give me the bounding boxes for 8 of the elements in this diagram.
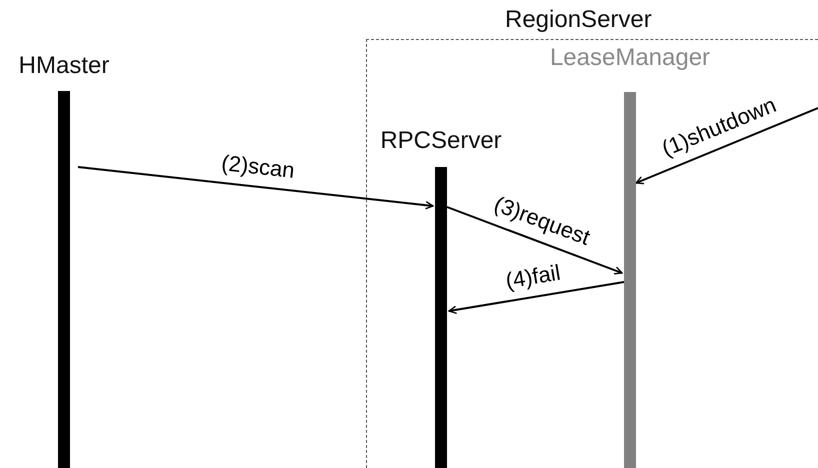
group-heading: RegionServer <box>505 6 652 34</box>
message-arrow <box>78 166 434 210</box>
lifeline-label: HMaster <box>18 52 110 80</box>
message-arrow <box>446 206 623 274</box>
lifeline-label: LeaseManager <box>550 44 710 72</box>
message-arrow <box>448 281 624 314</box>
message-arrow <box>635 107 818 184</box>
lifeline-label: RPCServer <box>380 127 502 155</box>
